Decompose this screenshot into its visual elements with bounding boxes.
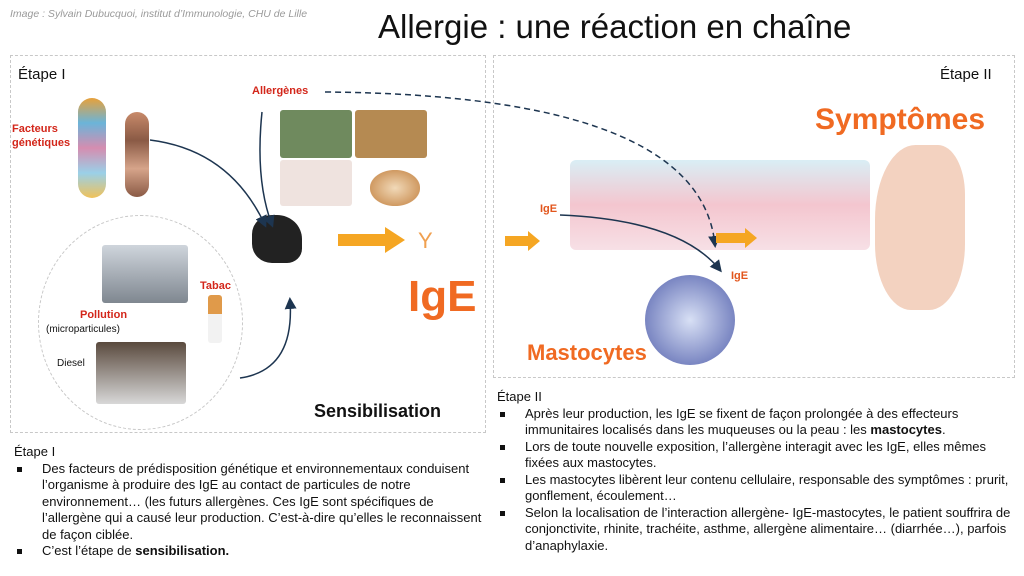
- ige-large-label: IgE: [408, 272, 477, 321]
- allergens-label: Allergènes: [252, 85, 309, 97]
- sensitization-label: Sensibilisation: [314, 401, 442, 421]
- text-suffix: .: [941, 422, 946, 437]
- symptoms-label: Symptômes: [815, 103, 986, 136]
- pollution-image: [102, 245, 188, 303]
- chromosomes-image: [78, 98, 106, 198]
- list-item: Les mastocytes libèrent leur contenu cel…: [497, 472, 1017, 505]
- bold-term: mastocytes: [870, 422, 942, 437]
- stage2-label: Étape II: [940, 66, 992, 83]
- list-item: C’est l’étape de sensibilisation.: [14, 543, 484, 560]
- text-prefix: Après leur production, les IgE se fixent…: [525, 405, 959, 438]
- cigarette-image: [208, 295, 222, 343]
- chromosome-image: [125, 112, 149, 197]
- stage2-text-heading: Étape II: [497, 389, 542, 404]
- ige-small-label: IgE: [540, 203, 558, 215]
- genetic-factors-label: Facteurs génétiques: [12, 123, 71, 149]
- eggs-image: [370, 170, 420, 206]
- image-credit: Image : Sylvain Dubucquoi, institut d’Im…: [10, 8, 308, 20]
- tobacco-label: Tabac: [200, 280, 231, 292]
- peanuts-image: [355, 110, 427, 158]
- diesel-label: Diesel: [57, 358, 85, 369]
- mucosa-image: [570, 160, 870, 250]
- stage2-text: Étape II Après leur production, les IgE …: [497, 389, 1017, 554]
- list-item: Après leur production, les IgE se fixent…: [497, 406, 1017, 439]
- text-prefix: C’est l’étape de: [42, 543, 136, 558]
- mastocytes-label: Mastocytes: [527, 340, 647, 365]
- face-image: [875, 145, 965, 310]
- cat-image: [280, 160, 352, 206]
- pollution-label: Pollution: [80, 309, 128, 321]
- list-item: Lors de toute nouvelle exposition, l’all…: [497, 439, 1017, 472]
- stage1-text-heading: Étape I: [14, 444, 56, 459]
- slide-title: Allergie : une réaction en chaîne: [378, 8, 852, 45]
- baby-image: [252, 215, 302, 263]
- list-item: Selon la localisation de l’interaction a…: [497, 505, 1017, 555]
- microparticles-label: (microparticules): [46, 324, 120, 335]
- stage1-text: Étape I Des facteurs de prédisposition g…: [14, 444, 484, 560]
- diesel-image: [96, 342, 186, 404]
- stage1-label: Étape I: [18, 66, 66, 83]
- mast-cell-image: [645, 275, 735, 365]
- ige-bound-label: IgE: [731, 270, 749, 282]
- mite-image: [280, 110, 352, 158]
- bold-term: sensibilisation.: [135, 543, 230, 558]
- list-item: Des facteurs de prédisposition génétique…: [14, 461, 484, 544]
